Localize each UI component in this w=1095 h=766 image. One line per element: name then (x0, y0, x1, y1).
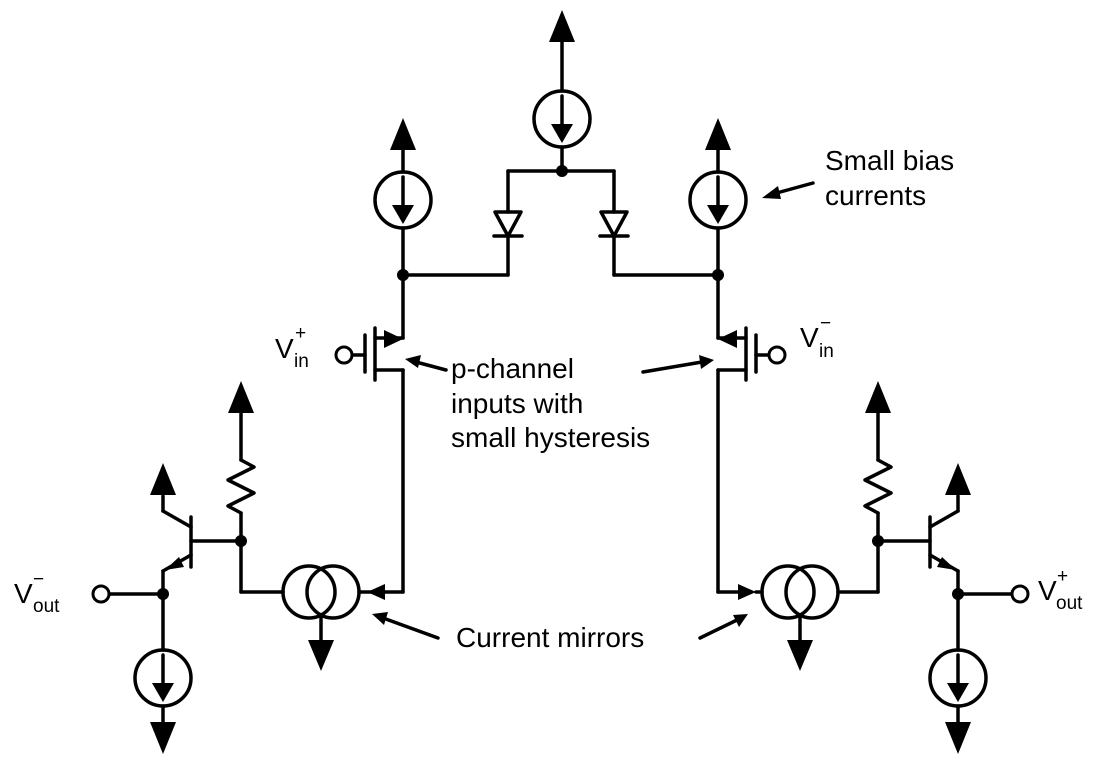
svg-text:−: − (33, 569, 44, 590)
p-channel-label-line1: p-channel (451, 353, 574, 384)
vin-plus-label: V + in (275, 323, 309, 372)
supply-arrow-icon (705, 118, 731, 150)
svg-text:+: + (295, 323, 306, 344)
svg-text:in: in (294, 351, 309, 372)
ground-arrow-icon (945, 722, 971, 754)
supply-arrow-icon (150, 463, 176, 495)
ground-arrow-icon (308, 640, 334, 671)
svg-text:V: V (1038, 575, 1057, 606)
pointer-arrow-icon (762, 186, 781, 199)
left-load-resistor (226, 381, 256, 594)
pointer-arrow-icon (699, 355, 714, 369)
vout-minus-label: V − out (14, 569, 60, 617)
ground-arrow-icon (787, 640, 813, 671)
annotation-arrows (372, 181, 815, 640)
pointer-arrow-icon (372, 612, 388, 625)
right-current-mirror (716, 564, 880, 671)
pointer-arrow-icon (405, 355, 421, 368)
svg-text:in: in (819, 341, 834, 362)
supply-arrow-icon (390, 118, 416, 150)
vin-minus-label: V − in (800, 313, 834, 362)
tail-current-source (506, 10, 616, 177)
left-current-mirror (239, 564, 405, 671)
small-bias-label-line2: currents (825, 180, 926, 211)
svg-text:−: − (820, 313, 831, 334)
vout-plus-terminal[interactable] (1010, 584, 1030, 604)
left-output-current-source (133, 648, 193, 754)
supply-arrow-icon (228, 381, 254, 413)
right-bias-current-source (612, 118, 748, 281)
right-npn-transistor (876, 463, 1030, 652)
small-bias-label-line1: Small bias (825, 145, 954, 176)
svg-text:out: out (33, 596, 60, 617)
right-diode (598, 169, 630, 277)
pointer-arrow-icon (733, 614, 748, 627)
svg-text:V: V (14, 578, 33, 609)
p-channel-label-line2: inputs with (451, 388, 583, 419)
ground-arrow-icon (150, 722, 176, 754)
left-bias-current-source (373, 118, 510, 281)
supply-arrow-icon (549, 10, 575, 42)
vin-plus-terminal[interactable] (334, 345, 354, 365)
right-load-resistor (863, 381, 893, 594)
vout-minus-terminal[interactable] (91, 584, 111, 604)
left-npn-transistor (91, 463, 243, 652)
p-channel-label-line3: small hysteresis (451, 422, 650, 453)
svg-text:+: + (1057, 566, 1068, 587)
right-pmos-input-transistor (716, 273, 787, 594)
vout-plus-label: V + out (1038, 566, 1083, 614)
left-pmos-input-transistor (334, 273, 405, 594)
vin-minus-terminal[interactable] (767, 345, 787, 365)
right-output-current-source (928, 648, 988, 754)
svg-text:out: out (1056, 593, 1083, 614)
current-mirrors-label: Current mirrors (456, 622, 644, 653)
svg-text:V: V (275, 333, 294, 364)
svg-text:V: V (800, 322, 819, 353)
left-diode (492, 169, 524, 277)
supply-arrow-icon (865, 381, 891, 413)
supply-arrow-icon (945, 463, 971, 495)
